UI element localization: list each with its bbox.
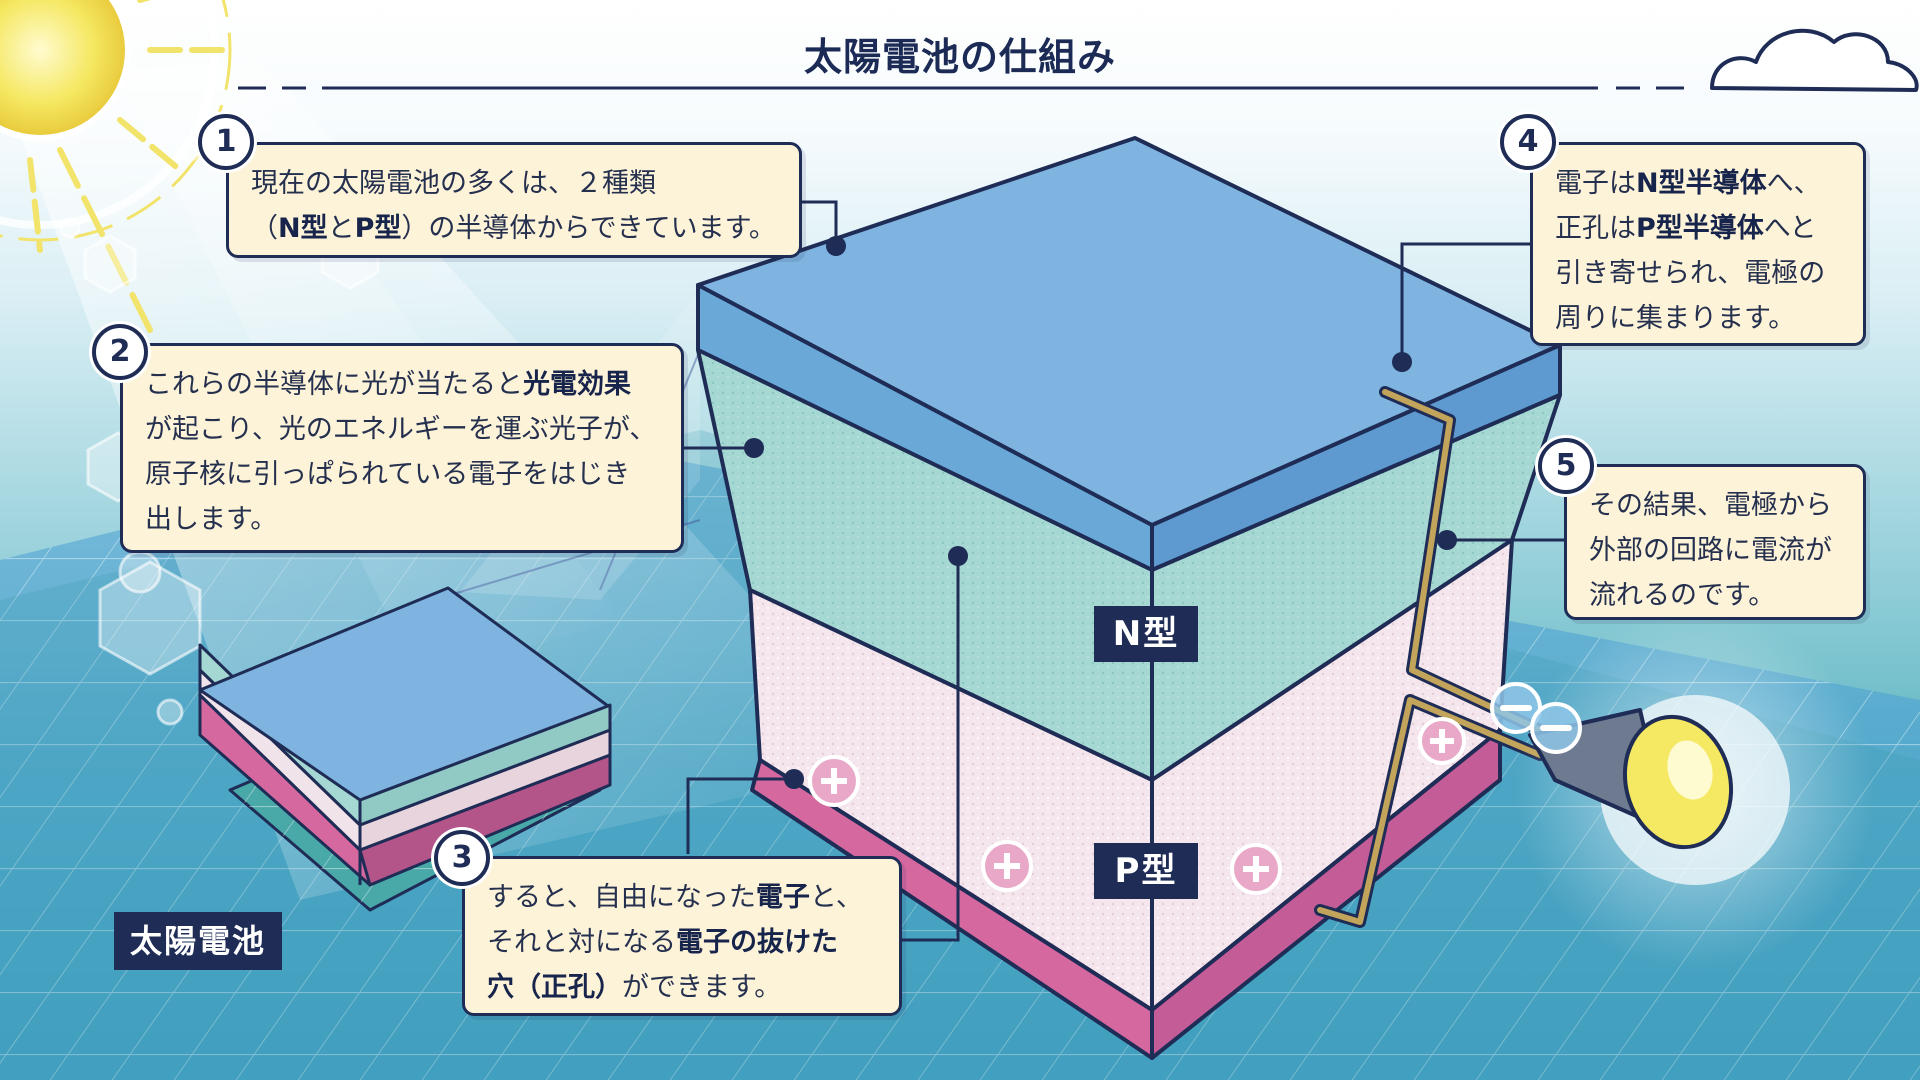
n-type-label: N型 (1094, 606, 1198, 662)
callout-4: 電子はN型半導体へ、 正孔はP型半導体へと 引き寄せられ、電極の 周りに集まりま… (1530, 142, 1866, 346)
diagram-title: 太陽電池の仕組み (803, 35, 1116, 79)
electron-minus-icon (1490, 682, 1582, 754)
callout-3-line-3: 穴（正孔）ができます。 (487, 965, 879, 1010)
text-segment: ）の半導体からできています。 (401, 213, 776, 244)
callout-4-line-3: 引き寄せられ、電極の (1555, 251, 1843, 296)
sun-icon (0, 0, 232, 333)
callout-5: その結果、電極から 外部の回路に電流が 流れるのです。 (1564, 464, 1866, 620)
text-segment: へと (1763, 213, 1817, 244)
callout-4-line-2: 正孔はP型半導体へと (1555, 206, 1843, 251)
callout-5-line-3: 流れるのです。 (1589, 573, 1843, 618)
callout-leader-lines (684, 200, 1564, 942)
callout-3-line-1: すると、自由になった電子と、 (487, 875, 879, 920)
lightbulb-icon (1515, 610, 1875, 970)
text-segment: N型 (278, 213, 328, 244)
cloud-icon (1710, 28, 1919, 92)
text-segment: その結果、電極から (1589, 490, 1832, 521)
text-segment: が起こり、光のエネルギーを運ぶ光子が、 (145, 414, 657, 445)
callout-1-number: 1 (198, 114, 254, 170)
text-segment: 周りに集まります。 (1555, 303, 1796, 334)
p-type-label: P型 (1094, 843, 1198, 899)
callout-4-number: 4 (1500, 114, 1556, 170)
text-segment: これらの半導体に光が当たると (145, 369, 523, 400)
callout-1-line-1: 現在の太陽電池の多くは、２種類 (251, 161, 779, 206)
text-segment: N型半導体 (1636, 168, 1767, 199)
text-segment: 引き寄せられ、電極の (1555, 258, 1826, 289)
callout-4-line-1: 電子はN型半導体へ、 (1555, 161, 1843, 206)
hole-plus-icon (808, 717, 1466, 895)
text-segment: （ (251, 213, 278, 244)
text-segment: 電子 (755, 882, 810, 913)
callout-2-number: 2 (92, 324, 148, 380)
text-segment: ができます。 (622, 972, 782, 1003)
text-segment: 光電効果 (523, 369, 631, 400)
callout-2-line-4: 出します。 (145, 497, 661, 542)
callout-5-line-1: その結果、電極から (1589, 483, 1843, 528)
text-segment: 原子核に引っぱられている電子をはじき (145, 459, 631, 490)
callout-4-line-4: 周りに集まります。 (1555, 296, 1843, 341)
external-circuit-wire (1314, 386, 1546, 928)
text-segment: P型半導体 (1636, 213, 1764, 244)
text-segment: 現在の太陽電池の多くは、２種類 (251, 168, 656, 199)
callout-3: すると、自由になった電子と、 それと対になる電子の抜けた 穴（正孔）ができます。 (462, 856, 902, 1016)
callout-5-number: 5 (1538, 438, 1594, 494)
callout-1-line-2: （N型とP型）の半導体からできています。 (251, 206, 779, 251)
text-segment: へ、 (1766, 168, 1821, 199)
text-segment: 出します。 (145, 504, 278, 535)
callout-3-line-2: それと対になる電子の抜けた (487, 920, 879, 965)
solar-cell-label: 太陽電池 (114, 912, 282, 970)
callout-5-line-2: 外部の回路に電流が (1589, 528, 1843, 573)
callout-2-line-3: 原子核に引っぱられている電子をはじき (145, 452, 661, 497)
callout-3-number: 3 (434, 830, 490, 886)
callout-1: 現在の太陽電池の多くは、２種類 （N型とP型）の半導体からできています。 (226, 142, 802, 258)
text-segment: 電子の抜けた (676, 927, 838, 958)
text-segment: と (327, 213, 355, 244)
text-segment: と、 (809, 882, 863, 913)
text-segment: それと対になる (487, 927, 676, 958)
semiconductor-block (696, 136, 1562, 1060)
text-segment: 電子は (1555, 168, 1636, 199)
text-segment: 正孔は (1555, 213, 1636, 244)
text-segment: 流れるのです。 (1589, 580, 1776, 611)
callout-2: これらの半導体に光が当たると光電効果 が起こり、光のエネルギーを運ぶ光子が、 原… (120, 343, 684, 553)
text-segment: 穴（正孔） (487, 972, 622, 1003)
callout-2-line-1: これらの半導体に光が当たると光電効果 (145, 362, 661, 407)
callout-anchor-dots (744, 236, 1457, 789)
text-segment: P型 (354, 213, 402, 244)
callout-2-line-2: が起こり、光のエネルギーを運ぶ光子が、 (145, 407, 661, 452)
small-solar-cell (198, 586, 612, 912)
text-segment: 外部の回路に電流が (1589, 535, 1832, 566)
text-segment: すると、自由になった (487, 882, 756, 913)
